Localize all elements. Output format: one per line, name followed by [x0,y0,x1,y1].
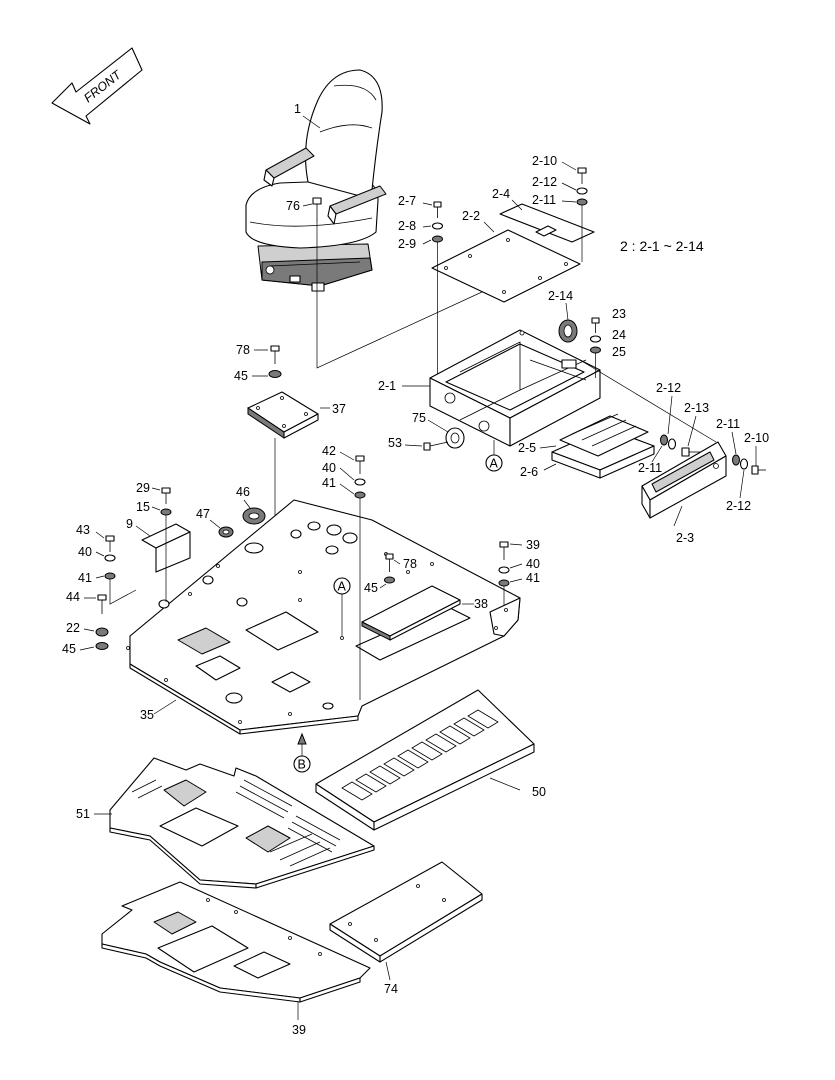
bolt-set-left: 43 40 41 44 22 45 [62,523,137,656]
bolt-42-set: 42 40 41 [322,444,366,700]
label-38: 38 [474,597,488,611]
label-2-2: 2-2 [462,209,480,223]
label-2-13: 2-13 [684,401,709,415]
cover-plate-2-3: 2-3 [641,441,727,545]
cover-37-set: 78 45 37 [234,343,346,626]
label-39-right: 39 [526,538,540,552]
label-53: 53 [388,436,402,450]
label-2-14: 2-14 [548,289,573,303]
label-45-top: 45 [234,369,248,383]
grommets-46-47: 46 47 [196,485,266,538]
label-2-8: 2-8 [398,219,416,233]
floor-plate-35: 35 [126,499,521,735]
seat-box-2-1: 2-1 [378,329,601,447]
bolt-53-washer-75: 75 53 [388,411,465,451]
label-46: 46 [236,485,250,499]
bracket-9-set: 29 15 9 [126,481,191,602]
label-2-11-mid: 2-11 [638,461,662,475]
label-2-6: 2-6 [520,465,538,479]
label-15: 15 [136,500,150,514]
label-24: 24 [612,328,626,342]
label-2-10-top: 2-10 [532,154,557,168]
bolt-2-13-set: 2-12 2-13 2-11 [638,381,709,475]
label-50: 50 [532,785,546,799]
label-40-mid: 40 [322,461,336,475]
label-2-12-side: 2-12 [726,499,751,513]
group-note: 2 : 2-1 ~ 2-14 [620,238,704,254]
label-23: 23 [612,307,626,321]
seat-assembly: 76 1 [245,69,387,292]
label-2-3: 2-3 [676,531,694,545]
callout-A-floor-label: A [338,580,347,594]
mat-51: 51 [76,757,375,889]
plate-2-4: 2-4 [492,187,595,243]
bolt-78-center: 78 45 [364,553,417,595]
bolt-2-7-set: 2-7 2-8 2-9 [398,194,444,376]
label-2-11-top: 2-11 [532,193,556,207]
label-2-12-mid: 2-12 [656,381,681,395]
label-76: 76 [286,199,300,213]
label-2-9: 2-9 [398,237,416,251]
label-75: 75 [412,411,426,425]
label-2-4: 2-4 [492,187,510,201]
label-45-center: 45 [364,581,378,595]
tray-2-5-2-6: 2-5 2-6 [518,413,655,479]
label-39-bottom: 39 [292,1023,306,1037]
label-40-right: 40 [526,557,540,571]
label-1: 1 [294,102,301,116]
label-37: 37 [332,402,346,416]
label-41-mid: 41 [322,476,336,490]
bolt-set-right: 39 40 41 [498,538,540,606]
mat-50: 50 [315,689,546,831]
label-2-1: 2-1 [378,379,396,393]
label-2-12-top: 2-12 [532,175,557,189]
label-44: 44 [66,590,80,604]
callout-B: B [293,732,311,773]
label-78-top: 78 [236,343,250,357]
label-51: 51 [76,807,90,821]
front-arrow: FRONT [51,47,143,125]
label-2-5: 2-5 [518,441,536,455]
label-35: 35 [140,708,154,722]
label-40-left: 40 [78,545,92,559]
bolt-2-10-set-top: 2-10 2-12 2-11 [532,154,588,262]
callout-A-box-label: A [490,457,499,471]
callout-A-box: A [485,440,503,472]
mat-74: 74 [329,861,483,996]
label-41-right: 41 [526,571,540,585]
label-78-center: 78 [403,557,417,571]
label-29: 29 [136,481,150,495]
label-25: 25 [612,345,626,359]
label-74: 74 [384,982,398,996]
label-45-left: 45 [62,642,76,656]
label-47: 47 [196,507,210,521]
label-9: 9 [126,517,133,531]
label-2-7: 2-7 [398,194,416,208]
label-2-10-side: 2-10 [744,431,769,445]
bolt-23-set: 23 24 25 [589,307,626,378]
label-43: 43 [76,523,90,537]
label-22: 22 [66,621,80,635]
callout-A-floor: A [333,577,351,636]
cover-38: 38 [361,585,488,641]
mat-39: 39 [101,881,371,1037]
bolt-2-10-set-side: 2-11 2-10 2-12 [716,417,769,513]
label-41-left: 41 [78,571,92,585]
label-42: 42 [322,444,336,458]
label-2-11-side: 2-11 [716,417,740,431]
plate-2-2: 2-2 [431,209,581,303]
grommet-2-14: 2-14 [548,289,578,343]
callout-B-label: B [298,758,306,772]
